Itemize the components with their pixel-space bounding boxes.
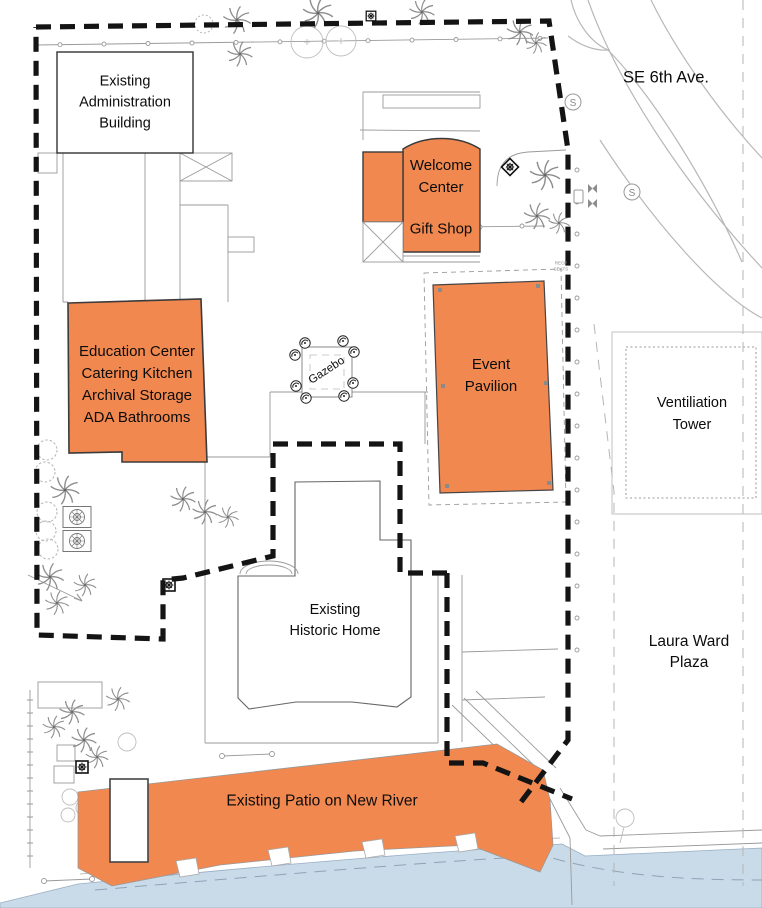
historic-home-label: Existing Historic Home	[289, 600, 380, 642]
bench-icon	[588, 184, 597, 193]
label-line: Ventiliation	[656, 395, 728, 411]
patio-stair-notch	[109, 778, 149, 863]
label-line: Laura Ward	[648, 633, 730, 650]
dock-note: RECP SEATS	[554, 261, 568, 272]
welcome-center-stairs	[362, 221, 404, 263]
welcome-center-building	[402, 137, 481, 253]
education-center-building	[67, 298, 208, 463]
label-line: SE 6th Ave.	[623, 68, 709, 87]
east-path-circles	[574, 167, 580, 653]
welcome-center-wing	[362, 151, 404, 223]
note-line: SEATS	[553, 266, 569, 271]
pavilion-columns	[438, 284, 551, 488]
sign-s-icon: S	[564, 93, 582, 111]
street-linework	[567, 0, 762, 319]
svg-text:S: S	[570, 98, 577, 109]
note-line: RECP	[554, 260, 568, 266]
historic-home-footprint	[237, 480, 412, 710]
event-pavilion-building	[432, 280, 554, 494]
patio-label: Existing Patio on New River	[226, 791, 417, 812]
bench-pad	[573, 189, 584, 204]
label-line: Catering Kitchen	[81, 365, 193, 382]
label-line: Existing	[99, 73, 151, 90]
bench-icon	[588, 199, 597, 208]
label-line: Plaza	[669, 654, 709, 671]
site-linework	[27, 37, 762, 906]
label-line: Historic Home	[289, 623, 381, 639]
svg-text:S: S	[629, 188, 636, 199]
administration-building	[56, 51, 194, 154]
label-line: Tower	[672, 417, 712, 433]
education-center-label: Education Center Catering Kitchen Archiv…	[79, 341, 195, 429]
label-line: Pavilion	[464, 378, 518, 395]
ventilation-tower-pad	[625, 346, 757, 499]
label-line: Center	[418, 179, 464, 196]
label-line: Archival Storage	[81, 387, 193, 404]
label-line: Event	[471, 356, 511, 373]
patio-on-new-river	[77, 743, 554, 887]
label-line: Existing Patio on New River	[226, 792, 418, 810]
event-pavilion-label: Event Pavilion	[465, 354, 518, 398]
plaza-property-dashed-lines	[593, 0, 744, 886]
administration-building-label: Existing Administration Building	[79, 72, 171, 135]
plaza-label: Laura Ward Plaza	[649, 631, 729, 673]
river-centerline	[94, 855, 762, 891]
label-line: Gift Shop	[409, 220, 473, 238]
street-label: SE 6th Ave.	[623, 68, 709, 89]
gazebo-structure	[289, 335, 360, 404]
label-line: ADA Bathrooms	[83, 409, 191, 426]
welcome-center-label: Welcome Center	[410, 155, 472, 199]
label-line: Education Center	[79, 343, 195, 360]
patio-dock-steps	[175, 832, 479, 878]
ventilation-tower-label: Ventiliation Tower	[657, 392, 727, 436]
label-line: Existing	[309, 602, 361, 618]
gift-shop-label: Gift Shop	[410, 219, 473, 240]
sign-s-icon: S	[623, 183, 641, 201]
project-boundary-dashed-line	[33, 18, 573, 808]
label-line: Administration	[79, 94, 171, 111]
label-line: Building	[99, 115, 151, 132]
site-symbols: S S	[62, 10, 641, 774]
label-line: Welcome	[409, 157, 473, 174]
